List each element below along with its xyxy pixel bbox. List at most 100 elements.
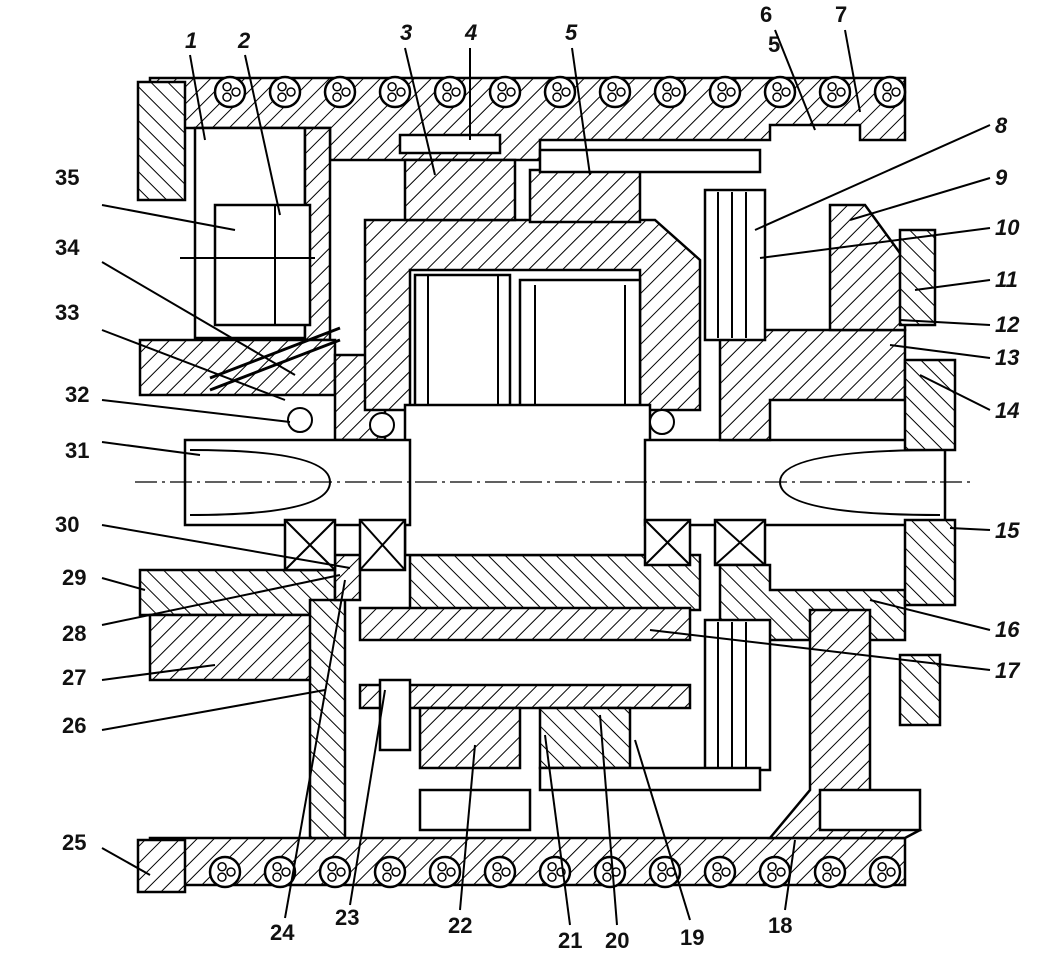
label-35: 35 (55, 165, 79, 190)
label-15: 15 (995, 518, 1020, 543)
rope-strand (607, 92, 617, 102)
rope-coil (323, 75, 357, 109)
label-11: 11 (995, 267, 1018, 292)
rope-strand (552, 82, 562, 92)
rope-strand (382, 862, 392, 872)
rope-strand (506, 87, 516, 97)
label-8: 8 (995, 113, 1008, 138)
rope-strand (497, 82, 507, 92)
label-extra-5: 5 (768, 32, 780, 57)
rope-strand (776, 867, 786, 877)
label-7: 7 (835, 2, 847, 27)
label-13: 13 (995, 345, 1019, 370)
rope-coil (873, 75, 907, 109)
rope-coil (653, 75, 687, 109)
label-2: 2 (237, 28, 251, 53)
rope-coil (483, 855, 517, 889)
label-5: 5 (565, 20, 578, 45)
rope-strand (712, 872, 722, 882)
rope-strand (547, 862, 557, 872)
rope-strand (547, 872, 557, 882)
rope-coil (213, 75, 247, 109)
label-10: 10 (995, 215, 1020, 240)
rope-strand (336, 867, 346, 877)
right-end-flange (767, 608, 942, 840)
rope-strand (767, 872, 777, 882)
rope-strand (277, 92, 287, 102)
rope-strand (671, 87, 681, 97)
rope-strand (437, 872, 447, 882)
rope-strand (442, 82, 452, 92)
rope-strand (662, 92, 672, 102)
label-6: 6 (760, 2, 772, 27)
label-21: 21 (558, 928, 582, 953)
label-19: 19 (680, 925, 704, 950)
label-28: 28 (62, 621, 86, 646)
rope-strand (827, 92, 837, 102)
rope-strand (222, 82, 232, 92)
rope-strand (332, 92, 342, 102)
rope-strand (382, 872, 392, 882)
label-29: 29 (62, 565, 86, 590)
rope-strand (822, 862, 832, 872)
label-4: 4 (464, 20, 477, 45)
rope-strand (387, 92, 397, 102)
rope-strand (286, 87, 296, 97)
label-25: 25 (62, 830, 86, 855)
rope-strand (712, 862, 722, 872)
part-number-labels: 1 2 3 4 5 6 7 8 9 10 11 12 13 14 15 16 1… (55, 2, 1021, 953)
rope-strand (341, 87, 351, 97)
rope-strand (877, 862, 887, 872)
label-24: 24 (270, 920, 295, 945)
rope-strand (882, 82, 892, 92)
rope-strand (561, 87, 571, 97)
rope-strand (726, 87, 736, 97)
rope-strand (391, 867, 401, 877)
rope-coil (813, 855, 847, 889)
rope-strand (891, 87, 901, 97)
rope-coil (428, 855, 462, 889)
rope-strand (772, 92, 782, 102)
rope-strand (886, 867, 896, 877)
leader-lines (101, 29, 991, 926)
rope-strand (281, 867, 291, 877)
label-26: 26 (62, 713, 86, 738)
rope-strand (387, 82, 397, 92)
label-23: 23 (335, 905, 359, 930)
rope-coils-top (213, 75, 907, 109)
label-33: 33 (55, 300, 79, 325)
rope-strand (657, 862, 667, 872)
rope-strand (822, 872, 832, 882)
rope-strand (277, 82, 287, 92)
rope-strand (552, 92, 562, 102)
rope-coil (433, 75, 467, 109)
rope-coil (543, 75, 577, 109)
rope-strand (836, 87, 846, 97)
rope-strand (497, 92, 507, 102)
rope-strand (717, 92, 727, 102)
label-14: 14 (995, 398, 1019, 423)
label-30: 30 (55, 512, 79, 537)
rope-strand (607, 82, 617, 92)
rope-coil (593, 855, 627, 889)
rope-strand (772, 82, 782, 92)
rope-strand (217, 872, 227, 882)
label-9: 9 (995, 165, 1008, 190)
rope-coil (868, 855, 902, 889)
rope-strand (657, 872, 667, 882)
label-32: 32 (65, 382, 89, 407)
rope-coil (208, 855, 242, 889)
label-17: 17 (995, 658, 1021, 683)
rope-coil (598, 75, 632, 109)
rope-strand (602, 862, 612, 872)
label-12: 12 (995, 312, 1020, 337)
rope-strand (217, 862, 227, 872)
label-3: 3 (400, 20, 412, 45)
rope-strand (446, 867, 456, 877)
rope-strand (222, 92, 232, 102)
rope-coil (263, 855, 297, 889)
label-22: 22 (448, 913, 472, 938)
rope-coil (763, 75, 797, 109)
rope-strand (327, 872, 337, 882)
rope-strand (272, 862, 282, 872)
